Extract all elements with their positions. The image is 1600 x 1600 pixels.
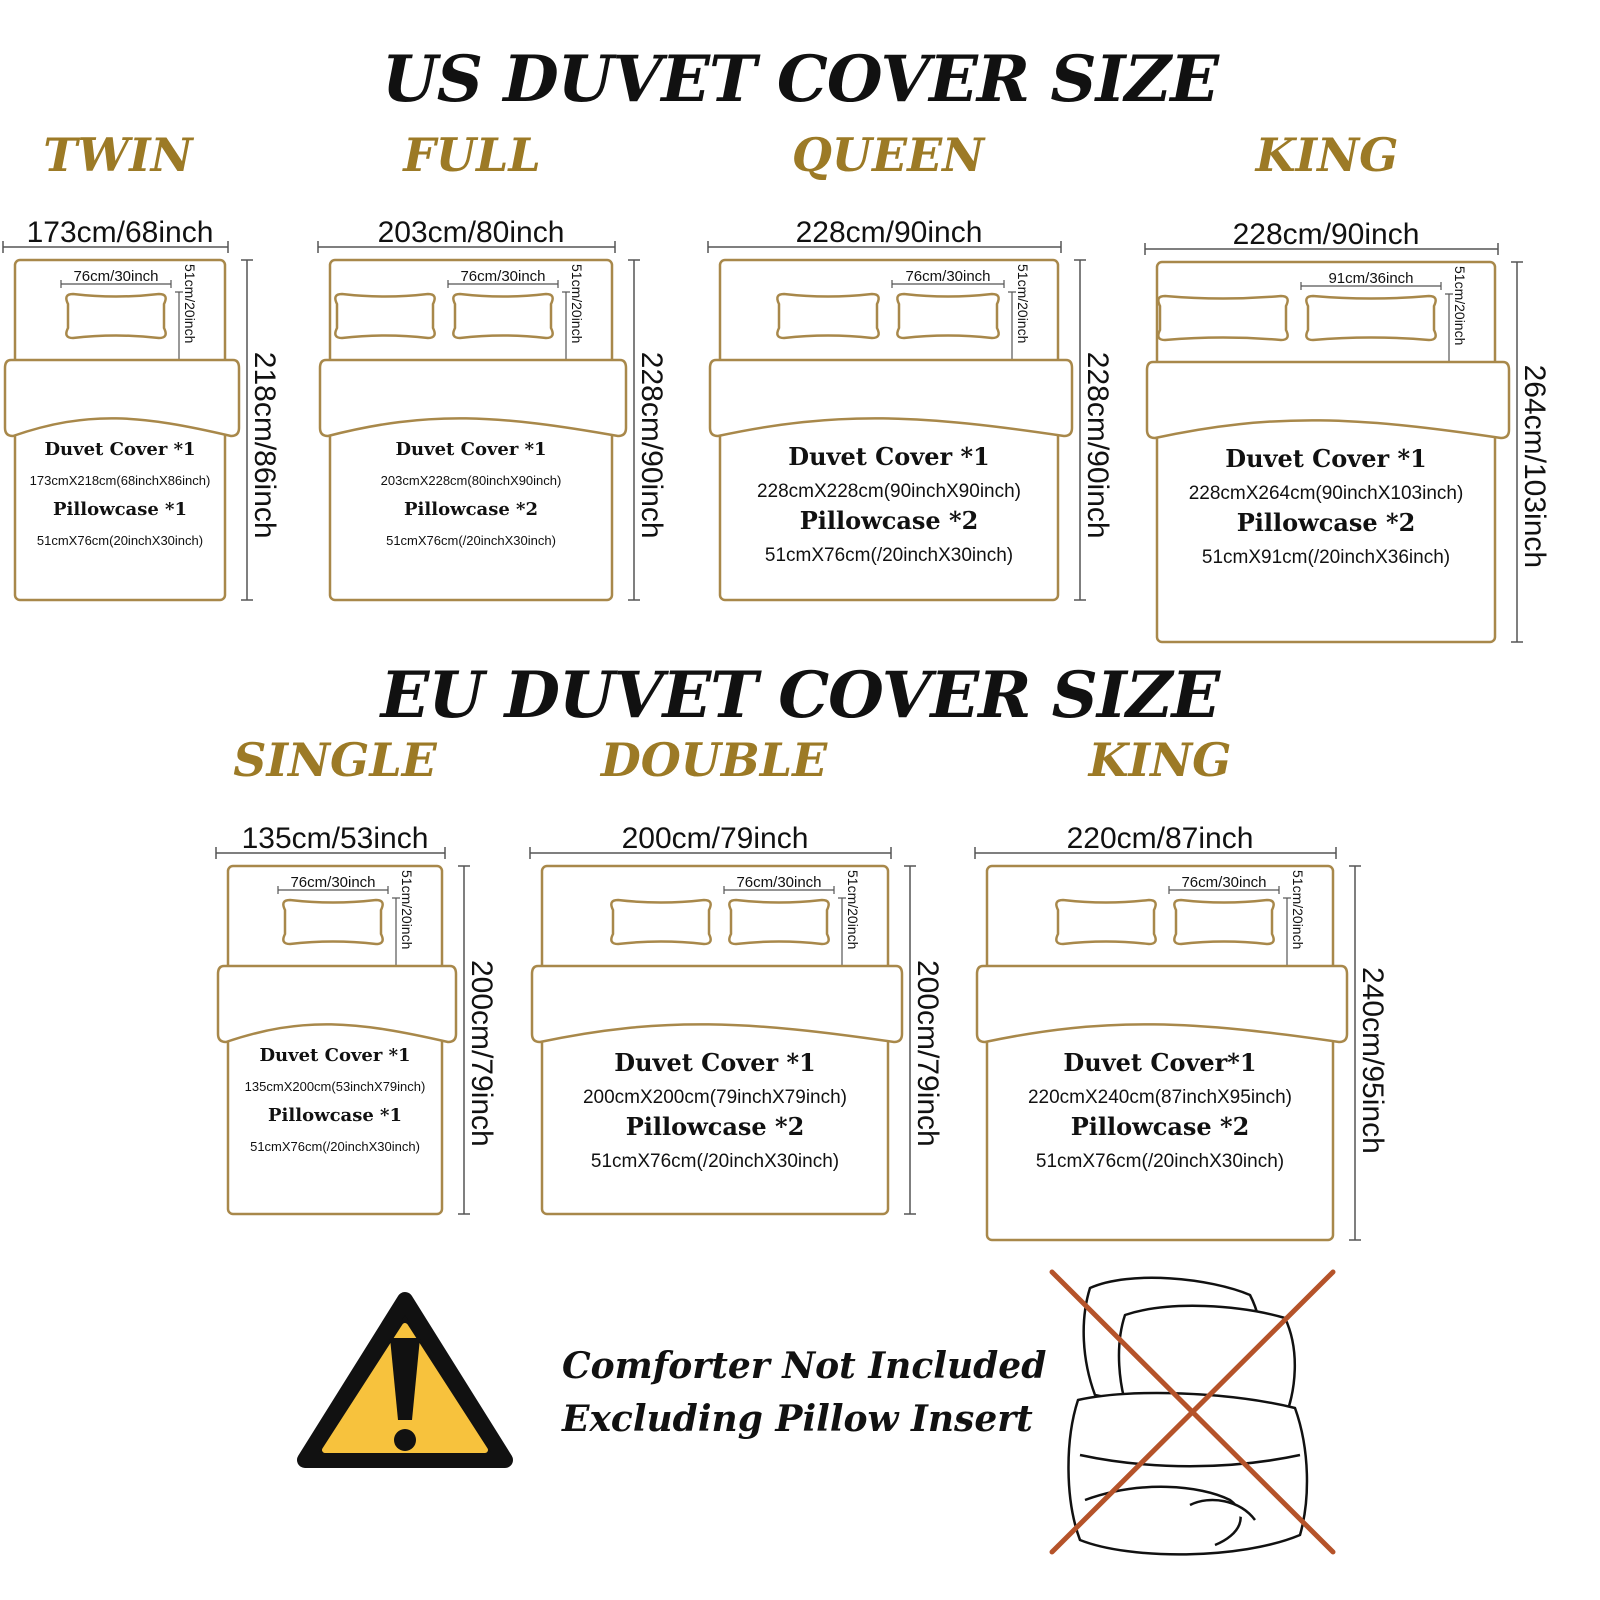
size-name-full: FULL — [403, 128, 541, 182]
pillowcase-dimensions: 51cmX76cm(/20inchX30inch) — [250, 1139, 420, 1154]
pillowcase-dimensions: 51cmX76cm(/20inchX30inch) — [765, 545, 1013, 566]
height-label: 200cm/79inch — [911, 960, 944, 1147]
pillow-height-label: 51cm/20inch — [1015, 264, 1031, 343]
pillow-height-label: 51cm/20inch — [1290, 870, 1306, 949]
height-label: 228cm/90inch — [635, 352, 668, 539]
bed-frame — [1155, 260, 1497, 644]
duvet-fold — [1145, 360, 1511, 440]
pillow-width-label: 76cm/30inch — [1181, 874, 1266, 891]
width-label: 173cm/68inch — [27, 216, 214, 249]
pillow-width-label: 76cm/30inch — [290, 874, 375, 891]
eu-section-title: EU DUVET COVER SIZE — [380, 658, 1221, 733]
us-section-title: US DUVET COVER SIZE — [381, 42, 1219, 117]
duvet-cover-dimensions: 203cmX228cm(80inchX90inch) — [381, 473, 562, 488]
bed-twin: 173cm/68inch 218cm/86inch 76cm/30inch 51cm/… — [2, 216, 281, 602]
size-name-twin: TWIN — [43, 128, 193, 182]
duvet-cover-label: Duvet Cover *1 — [395, 439, 546, 460]
height-label: 264cm/103inch — [1518, 365, 1551, 568]
pillow — [1157, 294, 1289, 342]
pillowcase-label: Pillowcase *2 — [626, 1112, 805, 1141]
duvet-cover-label: Duvet Cover *1 — [1225, 444, 1427, 473]
pillow — [776, 292, 880, 340]
pillow-height-label: 51cm/20inch — [1452, 266, 1468, 345]
pillowcase-label: Pillowcase *2 — [800, 506, 979, 535]
duvet-cover-dimensions: 173cmX218cm(68inchX86inch) — [30, 473, 211, 488]
pillow — [1173, 898, 1275, 946]
pillow — [452, 292, 554, 340]
duvet-cover-label: Duvet Cover*1 — [1063, 1048, 1256, 1077]
pillowcase-label: Pillowcase *2 — [404, 499, 538, 520]
pillow — [282, 898, 384, 946]
pillow — [610, 898, 712, 946]
duvet-fold — [708, 358, 1074, 438]
pillowcase-label: Pillowcase *2 — [1237, 508, 1416, 537]
pillow-height-label: 51cm/20inch — [845, 870, 861, 949]
duvet-cover-dimensions: 135cmX200cm(53inchX79inch) — [245, 1079, 426, 1094]
width-label: 220cm/87inch — [1067, 822, 1254, 855]
pillow-width-label: 91cm/36inch — [1328, 270, 1413, 287]
duvet-cover-dimensions: 228cmX228cm(90inchX90inch) — [757, 481, 1021, 502]
pillowcase-dimensions: 51cmX76cm(/20inchX30inch) — [1036, 1151, 1284, 1172]
duvet-cover-label: Duvet Cover *1 — [259, 1045, 410, 1066]
duvet-cover-label: Duvet Cover *1 — [44, 439, 195, 460]
warning-triangle-icon — [297, 1292, 513, 1468]
width-label: 228cm/90inch — [796, 216, 983, 249]
pillow — [896, 292, 1000, 340]
pillow-width-label: 76cm/30inch — [905, 268, 990, 285]
pillow-width-label: 76cm/30inch — [736, 874, 821, 891]
pillowcase-label: Pillowcase *2 — [1071, 1112, 1250, 1141]
width-label: 228cm/90inch — [1233, 218, 1420, 251]
duvet-fold — [216, 964, 458, 1044]
duvet-cover-dimensions: 220cmX240cm(87inchX95inch) — [1028, 1087, 1292, 1108]
height-label: 200cm/79inch — [465, 960, 498, 1147]
bed-frame — [985, 864, 1335, 1242]
bed-double: 200cm/79inch 200cm/79inch 76cm/30inch 51cm/… — [529, 822, 944, 1216]
height-label: 240cm/95inch — [1356, 967, 1389, 1154]
pillow — [1055, 898, 1157, 946]
size-name-king-us: KING — [1255, 128, 1399, 182]
pillowcase-dimensions: 51cmX91cm(/20inchX36inch) — [1202, 547, 1450, 568]
size-name-double: DOUBLE — [600, 733, 828, 787]
pillow-width-label: 76cm/30inch — [460, 268, 545, 285]
pillowcase-label: Pillowcase *1 — [268, 1105, 402, 1126]
notice-comforter: Comforter Not Included — [562, 1345, 1047, 1387]
pillowcase-label: Pillowcase *1 — [53, 499, 187, 520]
bed-single: 135cm/53inch 200cm/79inch 76cm/30inch 51cm/… — [215, 822, 498, 1216]
bed-queen: 228cm/90inch 228cm/90inch 76cm/30inch 51cm/… — [707, 216, 1114, 602]
duvet-cover-label: Duvet Cover *1 — [614, 1048, 816, 1077]
bed-kingus: 228cm/90inch 264cm/103inch 91cm/36inch 51cm… — [1144, 218, 1551, 644]
width-label: 203cm/80inch — [378, 216, 565, 249]
pillow — [65, 292, 167, 340]
pillow-height-label: 51cm/20inch — [569, 264, 585, 343]
duvet-cover-dimensions: 228cmX264cm(90inchX103inch) — [1189, 483, 1464, 504]
pillow-width-label: 76cm/30inch — [73, 268, 158, 285]
duvet-cover-dimensions: 200cmX200cm(79inchX79inch) — [583, 1087, 847, 1108]
pillow — [1305, 294, 1437, 342]
duvet-cover-label: Duvet Cover *1 — [788, 442, 990, 471]
size-name-queen: QUEEN — [791, 128, 985, 182]
pillow-height-label: 51cm/20inch — [182, 264, 198, 343]
duvet-fold — [975, 964, 1349, 1044]
pillow-height-label: 51cm/20inch — [399, 870, 415, 949]
bed-full: 203cm/80inch 228cm/90inch 76cm/30inch 51cm/… — [317, 216, 668, 602]
crossed-out-comforter-icon — [1049, 1269, 1336, 1556]
pillow — [728, 898, 830, 946]
pillow — [334, 292, 436, 340]
duvet-fold — [318, 358, 628, 438]
notice-pillow-insert: Excluding Pillow Insert — [562, 1398, 1033, 1440]
height-label: 228cm/90inch — [1081, 352, 1114, 539]
pillowcase-dimensions: 51cmX76cm(20inchX30inch) — [37, 533, 203, 548]
width-label: 200cm/79inch — [622, 822, 809, 855]
width-label: 135cm/53inch — [242, 822, 429, 855]
size-name-single: SINGLE — [233, 733, 437, 787]
height-label: 218cm/86inch — [248, 352, 281, 539]
duvet-fold — [530, 964, 904, 1044]
bed-kingeu: 220cm/87inch 240cm/95inch 76cm/30inch 51cm/… — [974, 822, 1389, 1242]
pillowcase-dimensions: 51cmX76cm(/20inchX30inch) — [591, 1151, 839, 1172]
size-name-king-eu: KING — [1088, 733, 1232, 787]
duvet-fold — [3, 358, 241, 438]
pillowcase-dimensions: 51cmX76cm(/20inchX30inch) — [386, 533, 556, 548]
